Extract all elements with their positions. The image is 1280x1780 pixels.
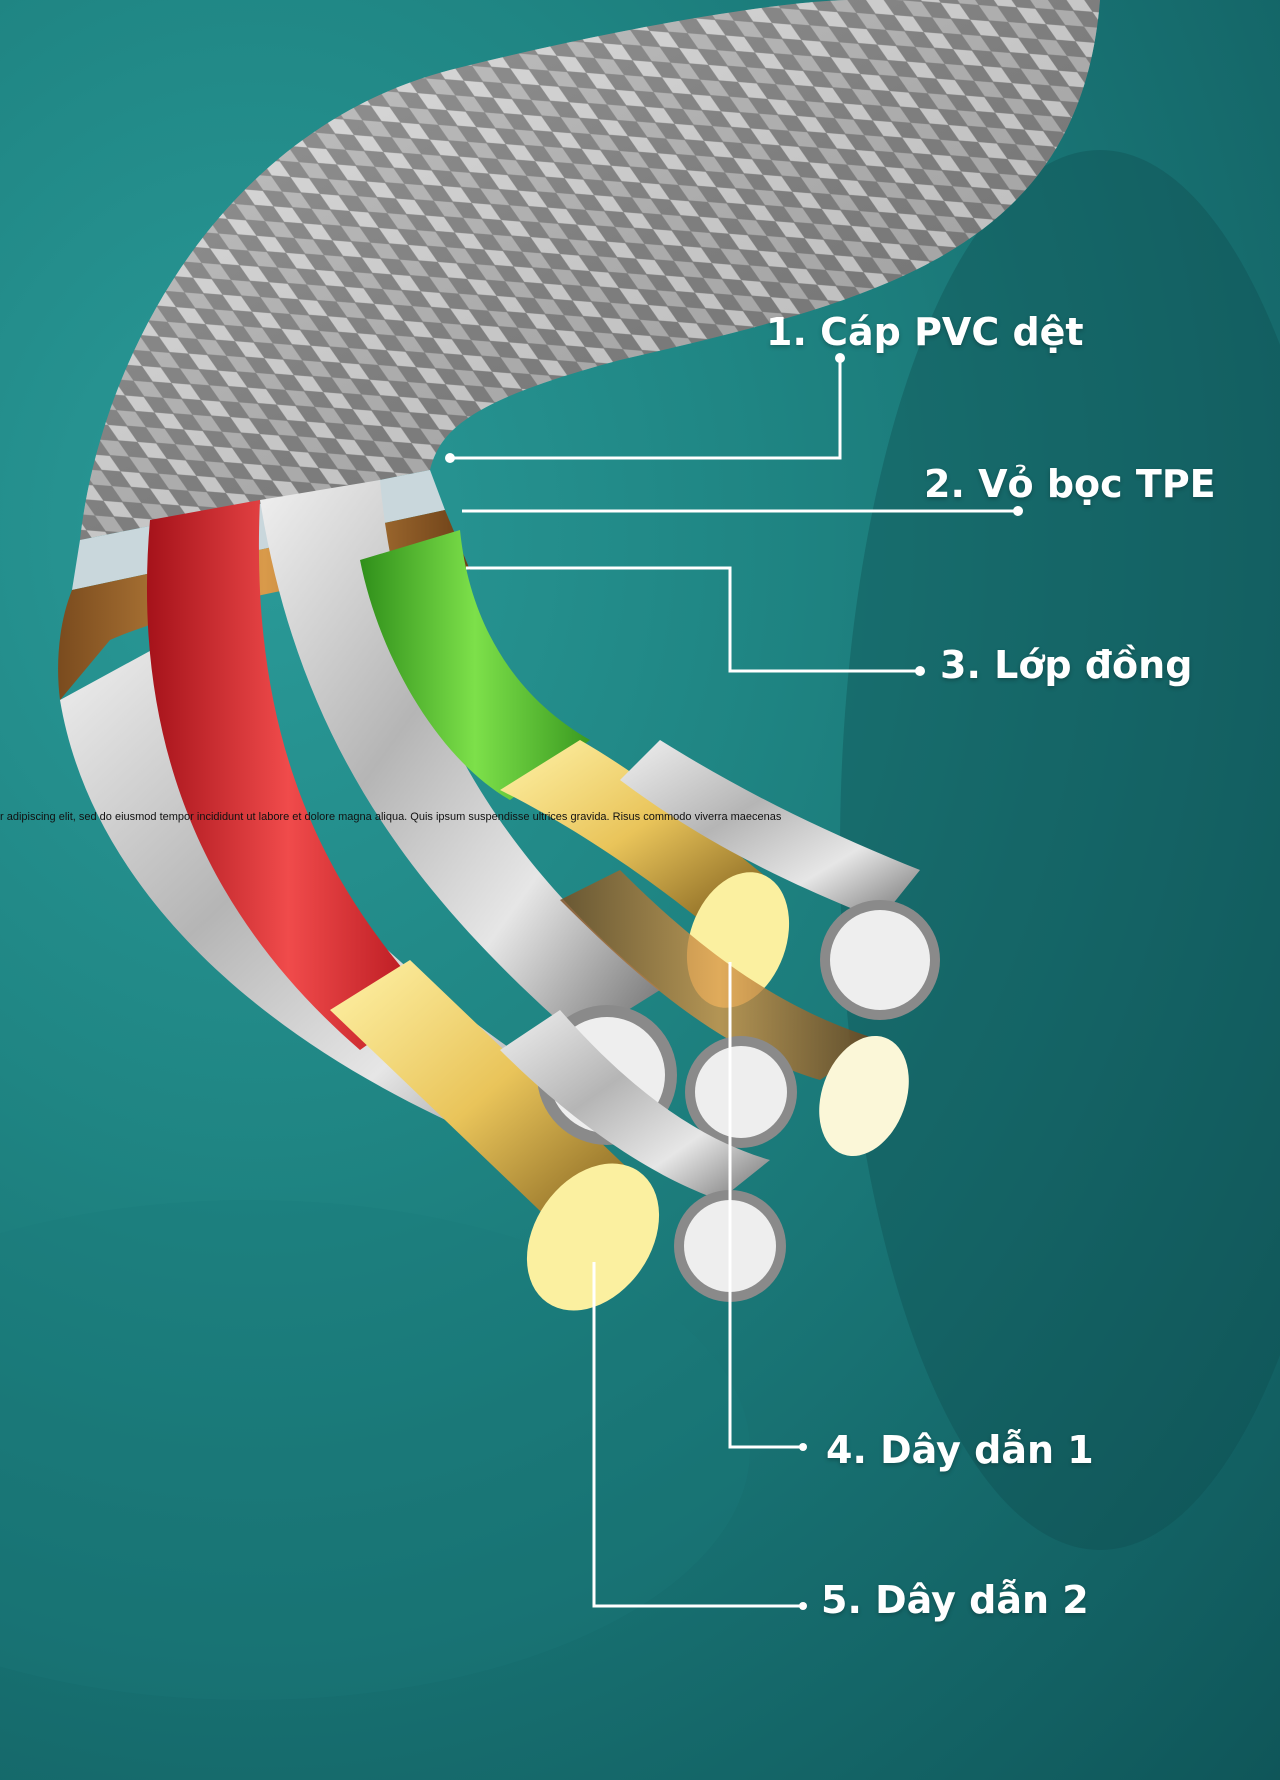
label-braided-pvc-cable: 1. Cáp PVC dệt (766, 310, 1084, 354)
green-wire (360, 530, 590, 800)
label-conductor-2: 5. Dây dẫn 2 (821, 1578, 1089, 1622)
green-wire-conductor (500, 740, 770, 920)
label-copper-layer: 3. Lớp đồng (940, 643, 1193, 687)
red-wire (146, 500, 430, 1050)
label-tpe-sleeve: 2. Vỏ bọc TPE (924, 462, 1216, 506)
overlay-placeholder-text: r adipiscing elit, sed do eiusmod tempor… (0, 811, 782, 823)
braided-jacket (80, 0, 1100, 540)
label-conductor-1: 4. Dây dẫn 1 (826, 1428, 1094, 1472)
red-wire-conductor (330, 960, 640, 1230)
callout-lines (450, 358, 1018, 1608)
